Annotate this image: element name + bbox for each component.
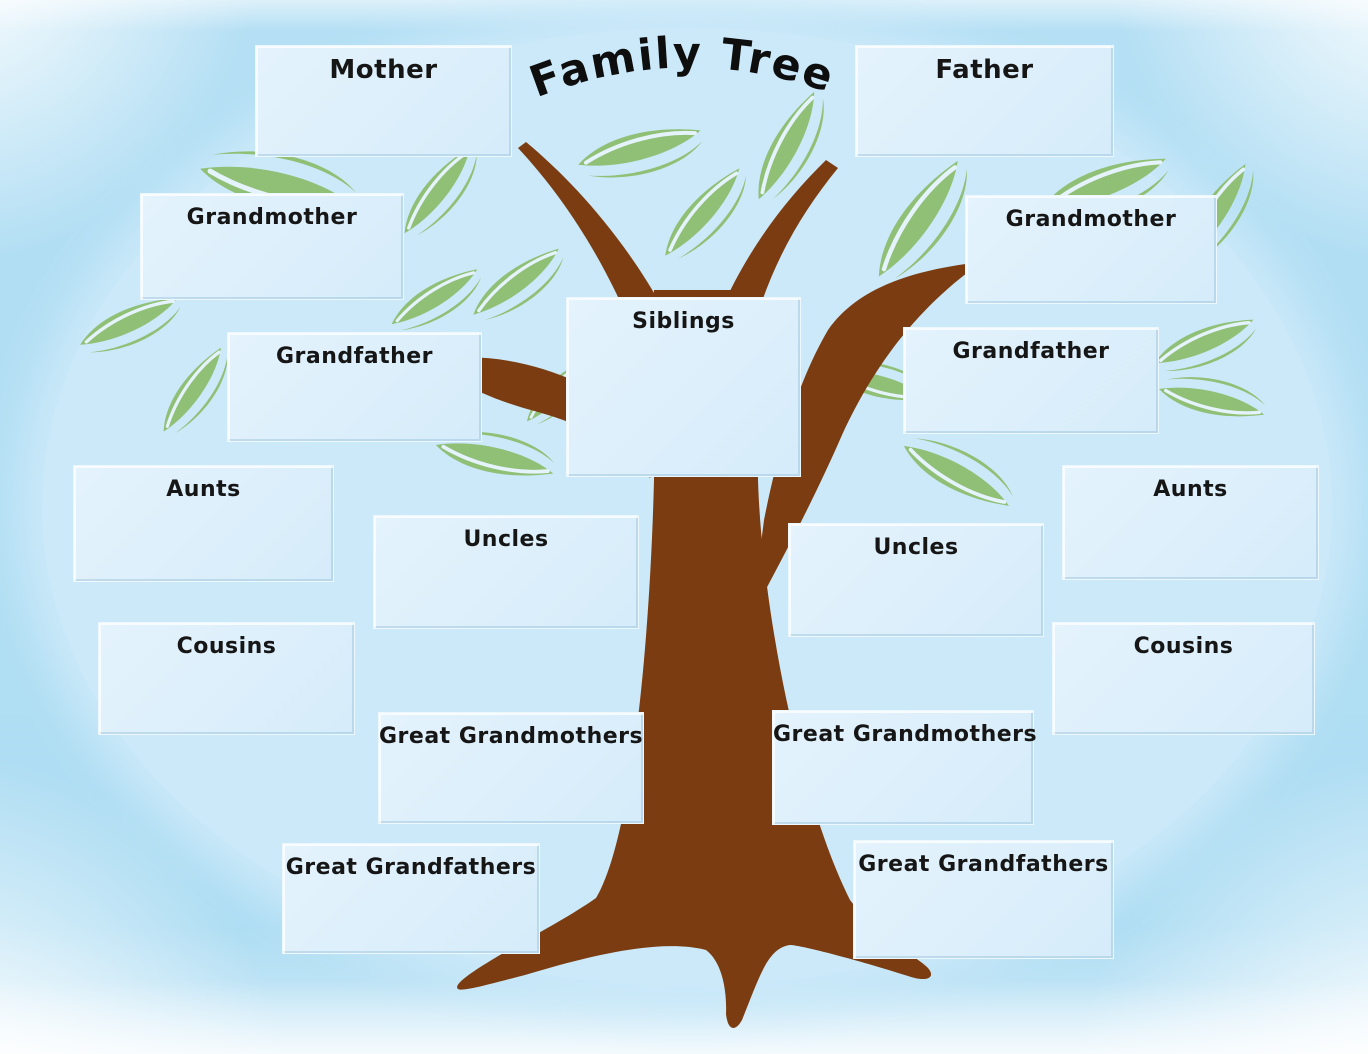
box-cousins-right-label: Cousins (1133, 634, 1234, 659)
leaf-icon (72, 291, 189, 362)
box-great-grandmothers-right-label: Great Grandmothers (773, 722, 1038, 747)
trunk-path (457, 290, 932, 1028)
box-uncles-left[interactable]: Uncles (373, 515, 639, 629)
leaf-icon (388, 141, 494, 247)
box-grandmother-left[interactable]: Grandmother (140, 193, 404, 300)
leaf-icon (649, 162, 763, 270)
page-title: Family Tree (523, 28, 841, 107)
box-grandfather-left-label: Grandfather (275, 344, 434, 369)
branch-left (432, 357, 658, 478)
leaf-icon (461, 242, 576, 331)
box-aunts-right[interactable]: Aunts (1062, 465, 1319, 580)
box-aunts-left-label: Aunts (166, 477, 241, 502)
leaf-icon (572, 122, 708, 186)
box-grandmother-right-label: Grandmother (1005, 207, 1177, 232)
box-siblings[interactable]: Siblings (566, 297, 801, 477)
box-uncles-left-label: Uncles (463, 527, 549, 552)
box-great-grandmothers-left[interactable]: Great Grandmothers (378, 712, 644, 824)
box-grandfather-right[interactable]: Grandfather (903, 327, 1159, 434)
box-cousins-left-label: Cousins (176, 634, 277, 659)
box-mother-label: Mother (329, 55, 438, 85)
box-great-grandfathers-right-label: Great Grandfathers (858, 852, 1109, 877)
leaf-icon (893, 427, 1024, 514)
box-cousins-right[interactable]: Cousins (1052, 622, 1315, 735)
box-siblings-label: Siblings (632, 309, 735, 334)
box-grandfather-left[interactable]: Grandfather (227, 332, 482, 442)
page-title-text: Family Tree (523, 28, 839, 107)
box-uncles-right-label: Uncles (873, 535, 959, 560)
box-grandmother-right[interactable]: Grandmother (965, 195, 1217, 304)
box-great-grandfathers-left[interactable]: Great Grandfathers (282, 843, 540, 954)
svg-text:Family Tree: Family Tree (523, 28, 841, 107)
box-father-label: Father (935, 55, 1034, 85)
box-aunts-left[interactable]: Aunts (73, 465, 334, 582)
box-grandfather-right-label: Grandfather (952, 339, 1110, 364)
box-mother[interactable]: Mother (255, 45, 512, 157)
box-aunts-right-label: Aunts (1153, 477, 1228, 502)
box-father[interactable]: Father (855, 45, 1114, 157)
box-great-grandmothers-left-label: Great Grandmothers (379, 724, 644, 749)
leaf-icon (1147, 312, 1264, 380)
box-uncles-right[interactable]: Uncles (788, 523, 1044, 637)
box-cousins-left[interactable]: Cousins (98, 622, 355, 735)
box-great-grandfathers-right[interactable]: Great Grandfathers (853, 840, 1114, 959)
box-great-grandfathers-left-label: Great Grandfathers (285, 855, 537, 880)
box-great-grandmothers-right[interactable]: Great Grandmothers (772, 710, 1038, 825)
box-grandmother-left-label: Grandmother (186, 205, 358, 230)
leaf-icon (1155, 371, 1269, 422)
